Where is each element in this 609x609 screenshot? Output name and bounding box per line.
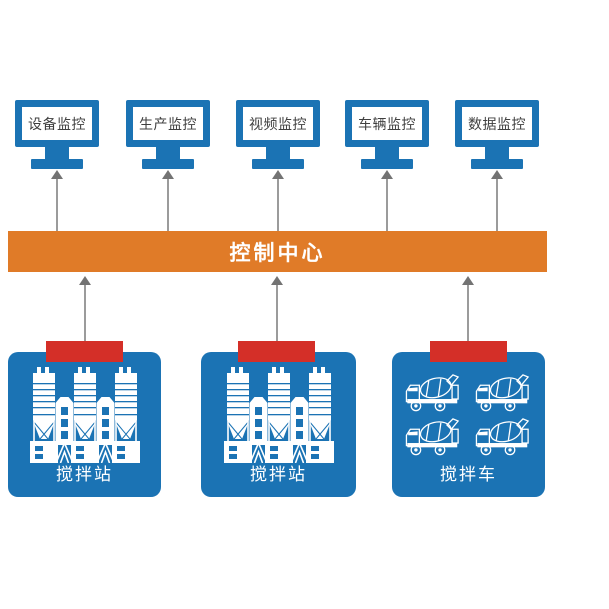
red-connector-tab (238, 341, 315, 362)
monitor-video: 视频监控 (236, 100, 320, 170)
up-arrow-icon (491, 170, 503, 231)
monitor-stand (485, 147, 509, 160)
up-arrow-icon (271, 276, 283, 341)
monitor-base (31, 159, 83, 169)
mixer-truck-icon (392, 352, 545, 467)
batching-plant-icon (8, 352, 161, 467)
monitor-label: 视频监控 (249, 116, 307, 133)
red-connector-tab (430, 341, 507, 362)
monitor-stand (375, 147, 399, 160)
control-center-label: 控制中心 (229, 240, 326, 265)
up-arrow-icon (51, 170, 63, 231)
card-mixer-trucks: 搅拌车 (392, 352, 545, 497)
monitor-production: 生产监控 (126, 100, 210, 170)
up-arrow-icon (162, 170, 174, 231)
monitor-data: 数据监控 (455, 100, 539, 170)
monitor-stand (45, 147, 69, 160)
monitor-label: 设备监控 (28, 116, 86, 133)
red-connector-tab (46, 341, 123, 362)
monitor-label: 车辆监控 (358, 116, 416, 133)
monitor-label: 数据监控 (468, 116, 526, 133)
monitor-base (361, 159, 413, 169)
monitor-stand (156, 147, 180, 160)
up-arrow-icon (462, 276, 474, 341)
card-label: 搅拌站 (56, 465, 113, 485)
monitor-vehicle: 车辆监控 (345, 100, 429, 170)
card-batching-station-1: 搅拌站 (8, 352, 161, 497)
monitor-label: 生产监控 (139, 116, 197, 133)
monitor-base (252, 159, 304, 169)
up-arrow-icon (272, 170, 284, 231)
card-label: 搅拌车 (440, 465, 497, 485)
card-batching-station-2: 搅拌站 (201, 352, 356, 497)
monitor-stand (266, 147, 290, 160)
up-arrow-icon (381, 170, 393, 231)
up-arrow-icon (79, 276, 91, 341)
monitor-base (142, 159, 194, 169)
monitor-base (471, 159, 523, 169)
card-label: 搅拌站 (250, 465, 307, 485)
monitor-equipment: 设备监控 (15, 100, 99, 170)
control-center-bar: 控制中心 (8, 231, 547, 272)
batching-plant-icon (201, 352, 356, 467)
